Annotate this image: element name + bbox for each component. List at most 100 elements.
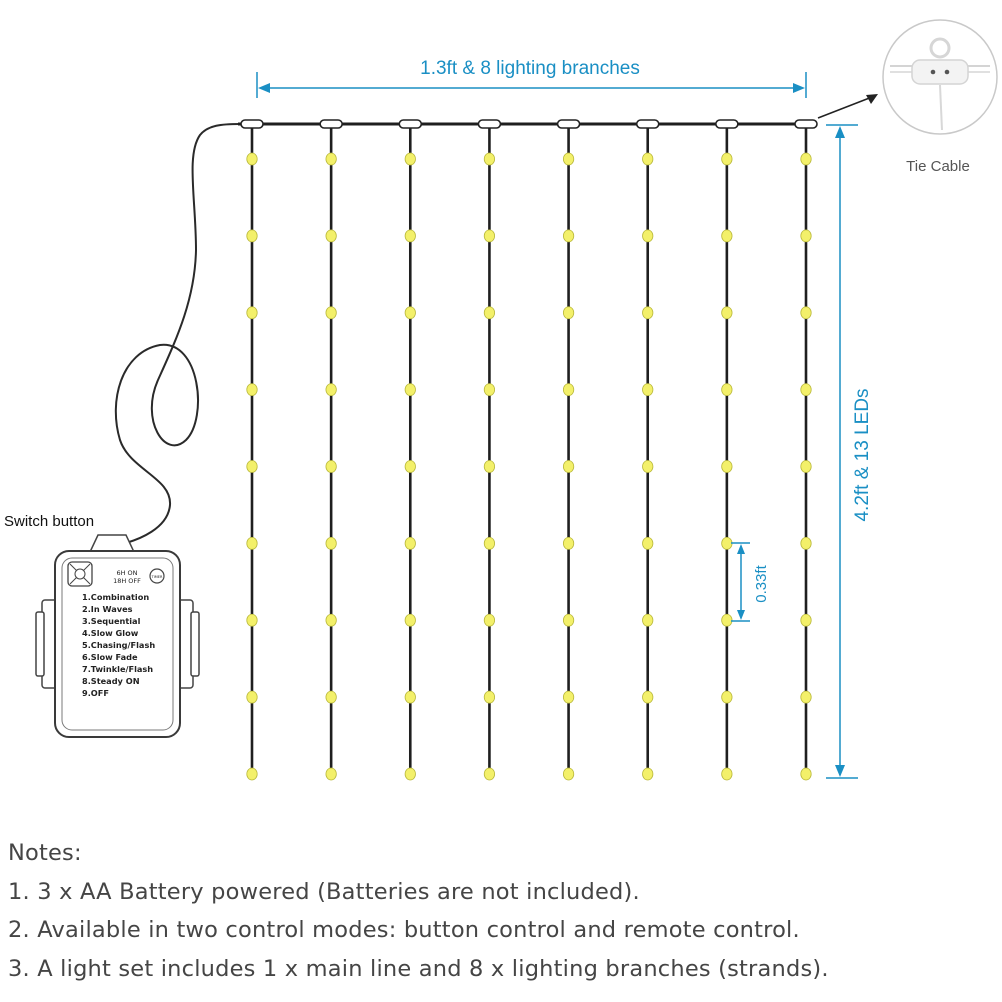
spacing-dimension: 0.33ft xyxy=(731,542,770,622)
led-bulb xyxy=(404,306,416,320)
mode-item: 5.Chasing/Flash xyxy=(82,640,155,650)
led-bulb xyxy=(404,536,416,550)
led-bulb xyxy=(721,767,733,781)
led-bulb xyxy=(246,613,258,627)
led-bulb xyxy=(404,229,416,243)
mode-item: 8.Steady ON xyxy=(82,676,140,686)
spacing-label: 0.33ft xyxy=(753,564,770,602)
led-bulb xyxy=(325,536,337,550)
branch-connector xyxy=(319,119,343,129)
led-bulb xyxy=(562,536,575,550)
led-bulb xyxy=(642,383,654,397)
led-bulb xyxy=(562,383,575,397)
led-bulb xyxy=(642,229,654,243)
tie-cable-pointer xyxy=(817,94,878,119)
led-bulb xyxy=(246,536,258,550)
led-bulb xyxy=(721,536,733,550)
branch-connector xyxy=(794,119,818,129)
led-bulb xyxy=(721,152,733,166)
led-bulb xyxy=(483,460,496,473)
led-bulb xyxy=(800,383,812,397)
led-bulb xyxy=(800,306,812,320)
led-bulb xyxy=(325,690,337,704)
mode-item: 2.In Waves xyxy=(82,604,133,614)
height-label: 4.2ft & 13 LEDs xyxy=(852,388,873,521)
mode-item: 6.Slow Fade xyxy=(82,652,138,662)
led-bulb xyxy=(325,767,337,781)
led-bulb xyxy=(325,460,337,473)
height-dimension: 4.2ft & 13 LEDs xyxy=(826,124,873,779)
led-bulb xyxy=(404,767,416,781)
led-bulb xyxy=(721,306,733,320)
timer-on-label: 6H ON xyxy=(116,569,137,577)
mode-item: 9.OFF xyxy=(82,688,109,698)
battery-box: 6H ON 18H OFF TIMER 1.Combination 2.In Wa… xyxy=(35,534,200,738)
note-item: 2. Available in two control modes: butto… xyxy=(8,917,800,943)
note-item: 3. A light set includes 1 x main line an… xyxy=(8,955,829,982)
led-bulb xyxy=(562,306,575,320)
led-bulb xyxy=(246,152,258,166)
led-bulb xyxy=(404,383,416,397)
power-cord xyxy=(114,123,241,546)
branch-connector xyxy=(715,119,739,129)
mode-item: 3.Sequential xyxy=(82,616,141,626)
led-bulb xyxy=(483,229,496,243)
mode-item: 1.Combination xyxy=(82,592,149,602)
timer-button[interactable]: TIMER xyxy=(149,568,165,584)
led-bulb xyxy=(642,613,654,627)
led-bulb xyxy=(642,152,654,166)
branch-connector xyxy=(240,119,264,129)
led-bulb xyxy=(721,460,733,473)
led-bulb xyxy=(483,383,496,397)
led-bulb xyxy=(246,767,258,781)
timer-off-label: 18H OFF xyxy=(113,577,141,585)
switch-button[interactable] xyxy=(67,561,93,587)
led-bulb xyxy=(562,229,575,243)
width-label: 1.3ft & 8 lighting branches xyxy=(420,58,640,79)
switch-button-label: Switch button xyxy=(4,513,94,530)
branch-strand xyxy=(240,119,264,781)
led-bulb xyxy=(562,613,575,627)
note-item: 1. 3 x AA Battery powered (Batteries are… xyxy=(8,878,640,905)
width-dimension: 1.3ft & 8 lighting branches xyxy=(256,58,807,98)
led-bulb xyxy=(800,613,812,627)
led-bulb xyxy=(325,229,337,243)
led-bulb xyxy=(562,767,575,781)
led-bulb xyxy=(325,152,337,166)
notes-title: Notes: xyxy=(8,840,82,866)
led-bulb xyxy=(562,690,575,704)
led-bulb xyxy=(721,613,733,627)
led-bulb xyxy=(800,536,812,550)
led-bulb xyxy=(404,460,416,473)
led-bulb xyxy=(246,460,258,473)
led-bulb xyxy=(483,767,496,781)
branch-strand xyxy=(398,119,423,781)
led-bulb xyxy=(721,690,733,704)
timer-button-label: TIMER xyxy=(151,575,163,579)
led-bulb xyxy=(325,383,337,397)
branch-strand xyxy=(556,119,581,781)
branch-strand xyxy=(635,119,660,781)
led-bulb xyxy=(483,536,496,550)
led-bulb xyxy=(642,690,654,704)
led-bulb xyxy=(800,229,812,243)
led-bulb xyxy=(404,613,416,627)
led-bulb xyxy=(246,690,258,704)
notes-section: Notes: 1. 3 x AA Battery powered (Batter… xyxy=(8,834,829,988)
led-bulb xyxy=(562,460,575,473)
led-bulb xyxy=(246,306,258,320)
branch-strand xyxy=(477,119,502,781)
led-bulb xyxy=(800,767,812,781)
led-bulb xyxy=(642,767,654,781)
led-bulb xyxy=(325,306,337,320)
led-bulb xyxy=(325,613,337,627)
tie-cable-inset: Tie Cable xyxy=(882,19,998,175)
led-bulb xyxy=(483,306,496,320)
branch-connector xyxy=(477,119,502,129)
branch-connector xyxy=(398,119,423,129)
tie-cable-label: Tie Cable xyxy=(906,158,970,175)
led-bulb xyxy=(404,690,416,704)
led-bulb xyxy=(642,460,654,473)
branch-connector xyxy=(556,119,581,129)
